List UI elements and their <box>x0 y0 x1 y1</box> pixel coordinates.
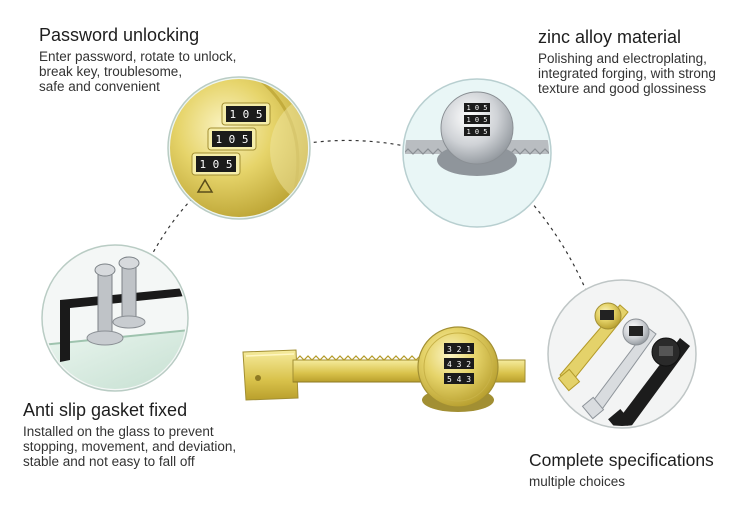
main-digits-3: 5 4 3 <box>447 375 471 384</box>
main-digits-2: 4 3 2 <box>447 360 471 369</box>
feature-gasket-title: Anti slip gasket fixed <box>23 400 188 420</box>
feature-gasket-body: Installed on the glass to prevent stoppi… <box>23 424 237 469</box>
feature-zinc-title: zinc alloy material <box>538 27 682 47</box>
feature-zinc: zinc alloy material Polishing and electr… <box>538 27 748 96</box>
feature-password-body: Enter password, rotate to unlock, break … <box>39 49 237 94</box>
spec-variants-image <box>547 279 697 429</box>
feature-specs-title: Complete specifications <box>529 450 714 470</box>
zinc-alloy-lock-image: 1 0 5 1 0 5 1 0 5 <box>402 78 552 228</box>
closeup-digits-1: 1 0 5 <box>229 108 262 121</box>
feature-password-title: Password unlocking <box>39 25 200 45</box>
feature-zinc-body: Polishing and electroplating, integrated… <box>538 51 716 96</box>
zinc-digits-2: 1 0 5 <box>466 116 487 124</box>
closeup-digits-3: 1 0 5 <box>199 158 232 171</box>
feature-specs-body: multiple choices <box>529 474 626 489</box>
feature-password: Password unlocking Enter password, rotat… <box>39 25 299 94</box>
zinc-digits-3: 1 0 5 <box>466 128 487 136</box>
feature-specs: Complete specifications multiple choices <box>529 450 744 489</box>
closeup-digits-2: 1 0 5 <box>215 133 248 146</box>
password-dial-closeup: 1 0 5 1 0 5 1 0 5 <box>167 76 311 220</box>
main-lock-product: 3 2 1 4 3 2 5 4 3 <box>242 326 526 412</box>
feature-gasket: Anti slip gasket fixed Installed on the … <box>23 400 293 469</box>
dashed-connector-arc <box>149 139 589 296</box>
zinc-digits-1: 1 0 5 <box>466 104 487 112</box>
gasket-closeup-image <box>41 244 189 392</box>
main-digits-1: 3 2 1 <box>447 345 471 354</box>
